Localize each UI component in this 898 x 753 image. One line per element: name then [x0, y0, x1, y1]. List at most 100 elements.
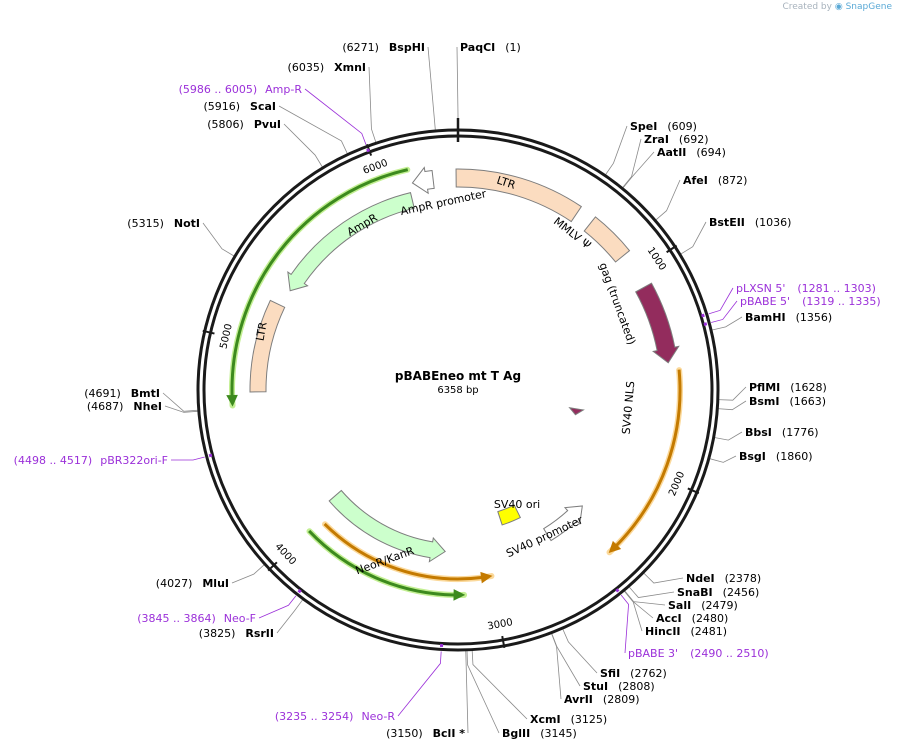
plasmid-name: pBABEneo mt T Ag [395, 369, 521, 383]
primer-label[interactable]: (5986 .. 6005)Amp-R [179, 83, 303, 96]
site-leader [162, 392, 199, 412]
site-leader [654, 179, 681, 221]
tick-mark [202, 329, 215, 335]
site-leader [713, 431, 743, 441]
feature-label: SV40 ori [494, 498, 540, 511]
site-label[interactable]: BsgI(1860) [739, 450, 812, 463]
feature-label: LTR [254, 321, 270, 342]
site-label[interactable]: SnaBI(2456) [677, 586, 759, 599]
site-leader [623, 590, 643, 632]
site-leader [708, 455, 737, 463]
site-label[interactable]: (5315)NotI [127, 217, 200, 230]
feature-7 [249, 299, 286, 393]
feature-9 [411, 166, 435, 195]
credit-prefix: Created by [782, 2, 832, 12]
orf-amp [226, 168, 409, 407]
feature-5 [542, 505, 583, 542]
primer-mark [297, 589, 302, 594]
site-leader [604, 125, 628, 176]
orf-neo [323, 522, 493, 584]
primer-mark [701, 313, 705, 318]
site-leader [717, 386, 747, 401]
site-label[interactable]: AccI(2480) [656, 612, 728, 625]
site-label[interactable]: ZraI(692) [644, 133, 709, 146]
primer-label[interactable]: pLXSN 5'(1281 .. 1303) [736, 282, 876, 295]
orf-sv40-t [608, 369, 682, 554]
site-leader [283, 123, 324, 169]
primer-mark [703, 322, 708, 326]
site-label[interactable]: BamHI(1356) [745, 311, 832, 324]
feature-arrows [208, 148, 708, 648]
tick-label: 5000 [218, 323, 234, 350]
feature-label: gag (truncated) [596, 261, 638, 347]
tick-label: 3000 [487, 617, 514, 632]
primer-label[interactable]: (4498 .. 4517)pBR322ori-F [14, 454, 168, 467]
site-label[interactable]: BbsI(1776) [745, 426, 818, 439]
primer-leader [397, 651, 442, 717]
primer-leader [170, 456, 205, 461]
site-label[interactable]: (5806)PvuI [207, 118, 281, 131]
primer-leader [620, 594, 629, 654]
site-label[interactable]: NdeI(2378) [686, 572, 761, 585]
site-label[interactable]: (5916)ScaI [203, 100, 276, 113]
feature-8 [287, 192, 415, 292]
site-label[interactable]: AatII(694) [657, 146, 726, 159]
site-leader [276, 598, 304, 634]
tick-mark [501, 635, 506, 649]
feature-2 [635, 282, 680, 364]
tick-mark [687, 487, 700, 495]
site-leader [427, 46, 436, 132]
tick-mark [666, 244, 678, 254]
site-label[interactable]: StuI(2808) [583, 680, 655, 693]
site-label[interactable]: (3150)BclI * [386, 727, 465, 740]
primer-label[interactable]: (3235 .. 3254)Neo-R [275, 710, 395, 723]
site-label[interactable]: SalI(2479) [668, 599, 738, 612]
site-label[interactable]: BsmI(1663) [749, 395, 826, 408]
site-label[interactable]: (3825)RsrII [199, 627, 274, 640]
feature-4 [497, 504, 522, 526]
site-label[interactable]: (4687)NheI [87, 400, 162, 413]
tick-label: 2000 [667, 470, 687, 498]
primer-leader [258, 595, 297, 619]
site-leader [278, 105, 349, 155]
site-leader [368, 66, 377, 144]
site-leader [202, 222, 236, 257]
site-label[interactable]: PaqCI(1) [460, 41, 521, 54]
feature-6 [328, 489, 446, 563]
credit-line: Created by ◉ SnapGene [782, 2, 892, 12]
site-leader [231, 563, 266, 584]
site-leader [550, 632, 562, 700]
site-leader [465, 649, 469, 734]
site-label[interactable]: BstEII(1036) [709, 216, 791, 229]
site-label[interactable]: HincII(2481) [645, 625, 727, 638]
site-label[interactable]: SfiI(2762) [600, 667, 667, 680]
site-leader [562, 627, 598, 674]
site-label[interactable]: PflMI(1628) [749, 381, 827, 394]
site-label[interactable]: SpeI(609) [630, 120, 697, 133]
feature-3 [568, 407, 585, 416]
orf-arrow [308, 529, 466, 601]
site-leader [628, 585, 675, 598]
primer-label[interactable]: pBABE 3'(2490 .. 2510) [628, 647, 769, 660]
primer-label[interactable]: (3845 .. 3864)Neo-F [137, 612, 256, 625]
site-label[interactable]: XcmI(3125) [530, 713, 607, 726]
site-label[interactable]: AfeI(872) [683, 174, 747, 187]
snapgene-logo: ◉ [834, 2, 843, 12]
site-label[interactable]: (4027)MluI [156, 577, 229, 590]
primer-label[interactable]: pBABE 5'(1319 .. 1335) [740, 295, 881, 308]
site-label[interactable]: (6035)XmnI [288, 61, 366, 74]
site-label[interactable]: BglII(3145) [502, 727, 577, 740]
feature-label: SV40 promoter [504, 513, 585, 560]
site-leader [642, 572, 684, 584]
site-leader [679, 221, 707, 255]
feature-label: AmpR promoter [399, 187, 488, 218]
orf-arrows [226, 166, 683, 601]
site-label[interactable]: AvrII(2809) [564, 693, 639, 706]
site-leader [456, 46, 459, 130]
site-label[interactable]: (4691)BmtI [84, 387, 160, 400]
credit-brand: SnapGene [845, 2, 892, 12]
feature-1 [583, 216, 631, 263]
leader-lines [162, 46, 747, 734]
site-label[interactable]: (6271)BspHI [342, 41, 425, 54]
